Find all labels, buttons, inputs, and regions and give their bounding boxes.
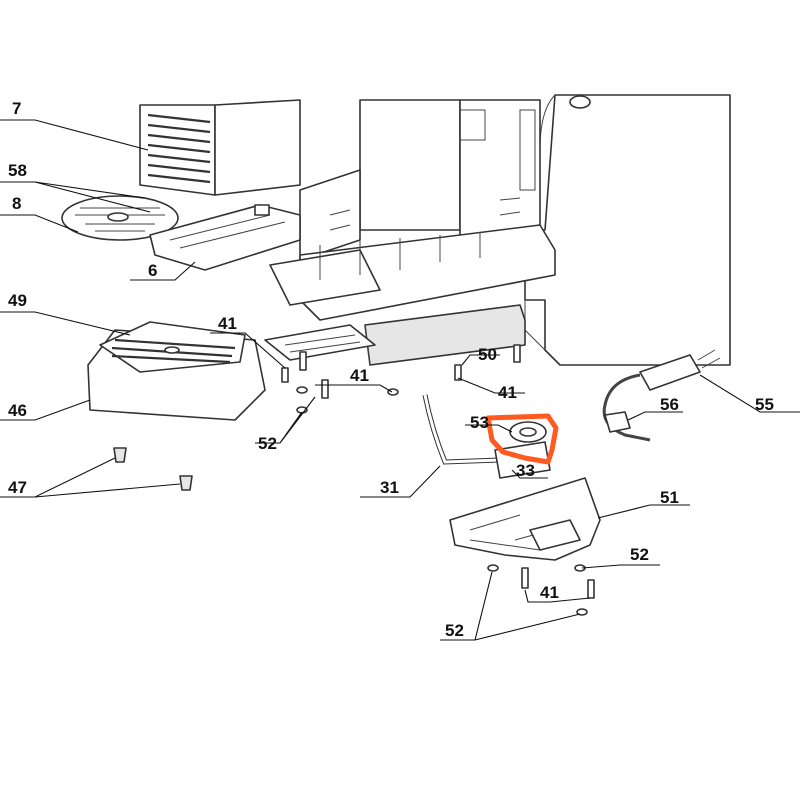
part-50-front-bar: [364, 304, 526, 366]
inner-drip-grid: [264, 324, 376, 361]
callout-46: 46: [8, 401, 27, 420]
callout-58: 58: [8, 161, 27, 180]
callout-51: 51: [660, 488, 679, 507]
callout-52-b: 52: [630, 545, 649, 564]
part-53-highlight: [485, 413, 559, 465]
callout-33: 33: [516, 461, 535, 480]
callout-41-b: 41: [350, 366, 369, 385]
callout-41-d: 41: [540, 583, 559, 602]
leader-lines: [0, 119, 800, 641]
callout-31: 31: [380, 478, 399, 497]
callout-6: 6: [148, 261, 157, 280]
callout-56: 56: [660, 395, 679, 414]
part-51-base-plate: [449, 477, 601, 561]
callout-55: 55: [755, 395, 774, 414]
callout-50: 50: [478, 345, 497, 364]
callout-7: 7: [12, 99, 21, 118]
machine-body: [524, 94, 731, 366]
callout-52-a: 52: [258, 434, 277, 453]
part-46-drip-tray: [87, 321, 266, 421]
part-6-tray: [149, 204, 301, 271]
part-55-power-cable: [602, 349, 721, 442]
callout-52-c: 52: [445, 621, 464, 640]
central-frame: [269, 99, 556, 321]
callout-labels: 7 58 8 6 49 41 46 41 50 41 53 55 56 52 3…: [8, 99, 774, 640]
callout-53: 53: [470, 413, 489, 432]
callout-41-c: 41: [498, 383, 517, 402]
part-31-hose: [422, 394, 501, 465]
callout-41-a: 41: [218, 314, 237, 333]
callout-47: 47: [8, 478, 27, 497]
part-7-grille-block: [139, 99, 301, 196]
part-8-round-grid: [61, 195, 179, 241]
callout-49: 49: [8, 291, 27, 310]
callout-8: 8: [12, 194, 21, 213]
fasteners: [113, 344, 595, 616]
